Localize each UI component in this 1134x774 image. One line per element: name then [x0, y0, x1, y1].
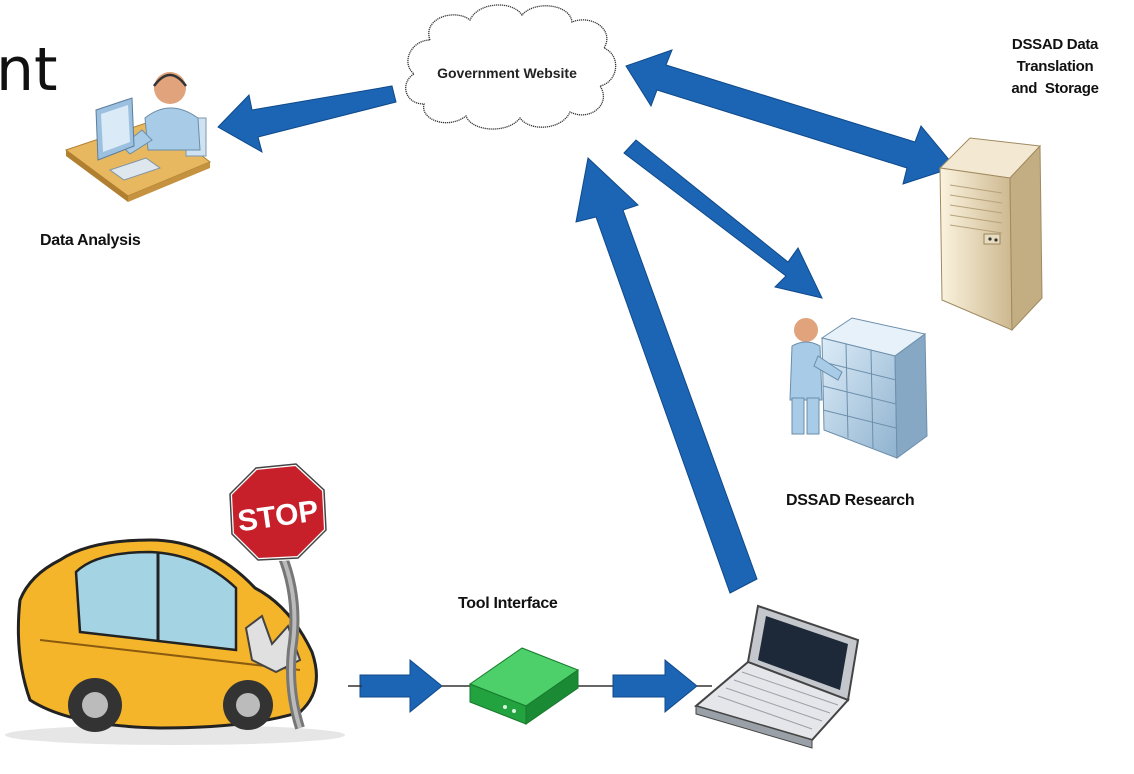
arrow-website-to-research [623, 139, 823, 299]
stop-sign-icon: STOP [227, 461, 329, 730]
person-at-storage-rack-icon [789, 317, 928, 459]
data-analysis-label: Data Analysis [40, 232, 141, 249]
tool-interface-label: Tool Interface [458, 595, 558, 612]
cloud-icon [405, 4, 617, 130]
server-tower-icon [938, 137, 1043, 332]
tool-interface-device-icon [468, 647, 580, 725]
crashed-car-icon [5, 538, 345, 745]
arrow-laptop-to-website [575, 157, 758, 594]
dssad-research-label: DSSAD Research [786, 492, 915, 509]
arrow-car-to-tool [359, 658, 443, 714]
analyst-at-computer-icon [64, 72, 211, 202]
dssad-storage-label-line: DSSAD Data [1011, 36, 1099, 53]
arrow-tool-to-laptop [612, 658, 698, 714]
arrow-website-storage-bidirectional [625, 49, 956, 185]
arrow-website-to-analysis [217, 85, 397, 154]
dssad-storage-label: DSSAD Data Translation and Storage [1000, 34, 1110, 100]
title-fragment: nt [0, 35, 58, 105]
government-website-label: Government Website [437, 65, 577, 81]
laptop-icon [693, 604, 860, 749]
dssad-storage-label-line: Translation [1016, 58, 1094, 75]
dssad-storage-label-line: and Storage [1011, 80, 1099, 97]
